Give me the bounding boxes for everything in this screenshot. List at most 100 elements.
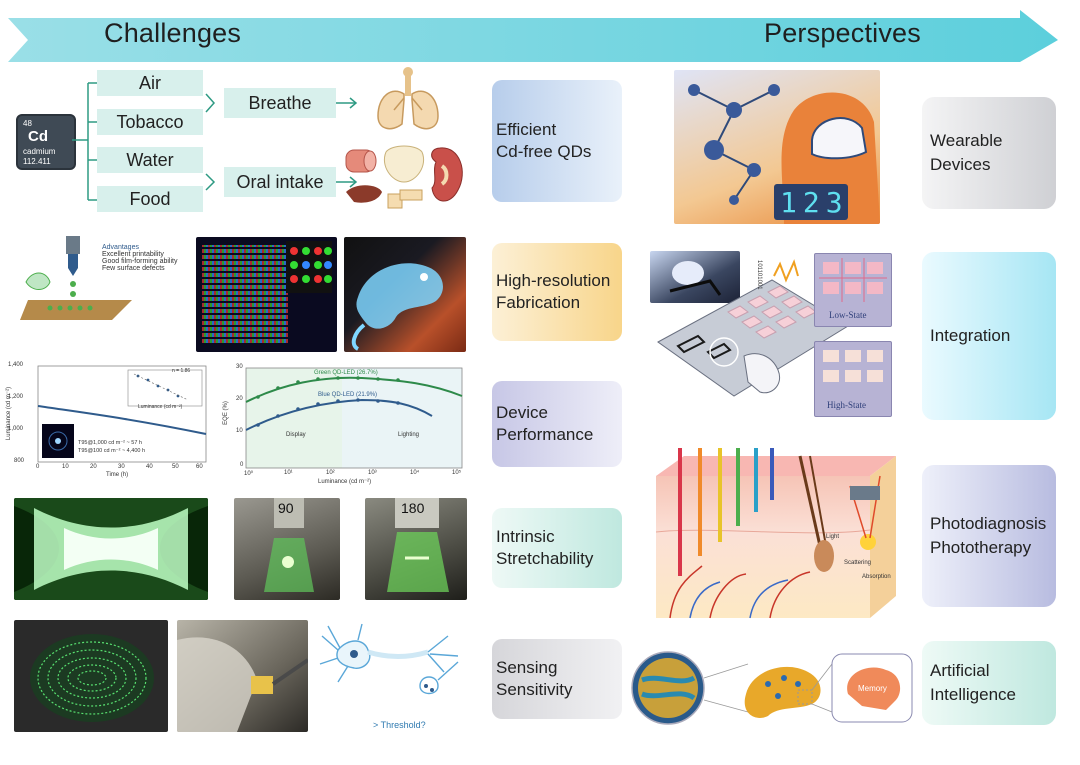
perspective-1-line1: Wearable [930,131,1003,150]
perspectives-title: Perspectives [764,18,921,48]
glowing-chameleon-image [344,237,466,352]
perf-right-xtick-5: 10⁴ [410,470,420,476]
perspective-3-line1: Photodiagnosis [930,514,1047,533]
category-3-line1: Device [496,403,548,422]
perf-left-t95-b: T95@100 cd m⁻² ~ 4,400 h [78,448,146,454]
challenges-title: Challenges [104,18,242,48]
fingerprint-image [14,620,168,732]
perf-left-ytick-1400: 1,400 [8,362,24,368]
category-3-line2: Performance [496,425,594,444]
skin-scattering-label: Scattering [844,560,872,566]
perf-left-xtick-30: 30 [118,464,125,470]
perf-left-ytick-1200: 1,200 [8,394,24,400]
gloved-device-image [177,620,308,732]
memory-label: Memory [858,684,887,693]
cadmium-element-tile: 48 Cd cadmium 112.411 [16,114,76,170]
perf-right-xtick-1: 10⁰ [244,471,254,477]
wearable-display-digits: 123 [780,186,849,219]
element-symbol: Cd [28,128,48,145]
perf-left-xtick-60: 60 [196,464,203,470]
element-name: cadmium [23,147,56,156]
source-air: Air [97,70,203,96]
perf-left-inset-xlabel: Luminance (cd m⁻²) [138,404,183,410]
perspective-3-line2: Phototherapy [930,538,1032,557]
perf-right-xtick-4: 10³ [368,470,377,476]
perf-left-xtick-0: 0 [36,464,40,470]
perf-left-ytick-800: 800 [14,458,25,464]
skin-absorption-label: Absorption [862,574,891,580]
header-arrow [8,10,1058,62]
high-state-panel: High-State [814,341,892,417]
atomic-number: 48 [23,119,32,128]
stretch-180-image: 180 [365,498,467,600]
skin-phototherapy-diagram [655,448,896,619]
perf-left-ylabel: Luminance (cd m⁻²) [6,386,13,441]
region-lighting-label: Lighting [398,432,420,438]
rgb-pixel-array-image [196,237,337,352]
low-state-label: Low-State [829,310,867,320]
perspective-artificial-intelligence: Artificial Intelligence [922,641,1056,725]
source-food: Food [97,186,203,212]
advantage-3: Few surface defects [102,265,165,272]
perf-left-xtick-20: 20 [90,464,97,470]
perspective-2-line1: Integration [930,326,1011,345]
perspective-4-line1: Artificial [930,661,990,680]
threshold-label: > Threshold? [373,720,426,730]
perf-left-inset-n: n = 1.86 [172,368,191,374]
region-display-label: Display [286,432,306,438]
neuron-icon [319,623,459,695]
stretch-angle-90: 90 [278,500,294,516]
category-4-line1: Intrinsic [496,527,555,546]
perf-right-ytick-20: 20 [236,396,243,402]
category-cd-free-qds: Efficient Cd-free QDs [492,80,622,202]
lungs-icon [377,67,439,130]
perf-left-xtick-50: 50 [172,464,179,470]
perf-left-xtick-10: 10 [62,464,69,470]
category-2-line1: High-resolution [496,271,611,290]
perf-left-t95-a: T95@1,000 cd m⁻² ~ 57 h [78,440,142,446]
route-breathe: Breathe [224,88,336,118]
advantages-title: Advantages [102,244,139,251]
inkjet-printing-icon [20,236,132,320]
category-intrinsic-stretchability: Intrinsic Stretchability [492,508,622,588]
perspective-integration: Integration [922,252,1056,420]
perf-right-ylabel: EQE (%) [222,401,229,425]
category-2-line2: Fabrication [496,293,581,312]
category-sensing-sensitivity: Sensing Sensitivity [492,639,622,719]
perspective-photodiagnosis-phototherapy: Photodiagnosis Phototherapy [922,465,1056,607]
low-state-panel: Low-State [814,253,892,327]
high-state-label: High-State [827,400,866,410]
perf-left-xlabel: Time (h) [106,472,129,478]
category-high-resolution-fabrication: High-resolution Fabrication [492,243,622,341]
stretch-angle-180: 180 [401,500,425,516]
perf-right-xtick-6: 10⁵ [452,470,462,476]
stretch-film-image [14,498,208,600]
perspective-wearable-devices: Wearable Devices [922,97,1056,209]
advantage-2: Good film-forming ability [102,258,178,265]
advantage-1: Excellent printability [102,251,164,258]
category-5-line2: Sensitivity [496,680,573,699]
atomic-mass: 112.411 [23,157,51,166]
perf-left-ytick-1000: 1,000 [8,426,24,432]
perf-left-xtick-40: 40 [146,464,153,470]
organs-icon [345,145,463,209]
luminance-time-chart [37,365,207,463]
svg-text:101101001: 101101001 [756,260,762,290]
perf-right-ytick-30: 30 [236,364,243,370]
route-oral-intake: Oral intake [224,167,336,197]
green-qdled-label: Green QD-LED (26.7%) [314,370,378,376]
source-tree-lines [72,82,358,201]
ai-chameleon-brain-diagram [631,651,913,725]
source-tobacco: Tobacco [97,109,203,135]
category-device-performance: Device Performance [492,381,622,467]
perf-right-xtick-2: 10¹ [284,470,293,476]
eqe-luminance-chart [245,367,463,469]
perf-right-ytick-0: 0 [240,462,244,468]
source-water: Water [97,147,203,173]
perf-right-ytick-10: 10 [236,428,243,434]
advantages-list: Advantages Excellent printability Good f… [102,244,197,272]
stretch-90-image: 90 [234,498,340,600]
blue-qdled-label: Blue QD-LED (21.9%) [318,392,378,398]
perspective-4-line2: Intelligence [930,685,1017,704]
category-1-line1: Efficient [496,120,557,139]
